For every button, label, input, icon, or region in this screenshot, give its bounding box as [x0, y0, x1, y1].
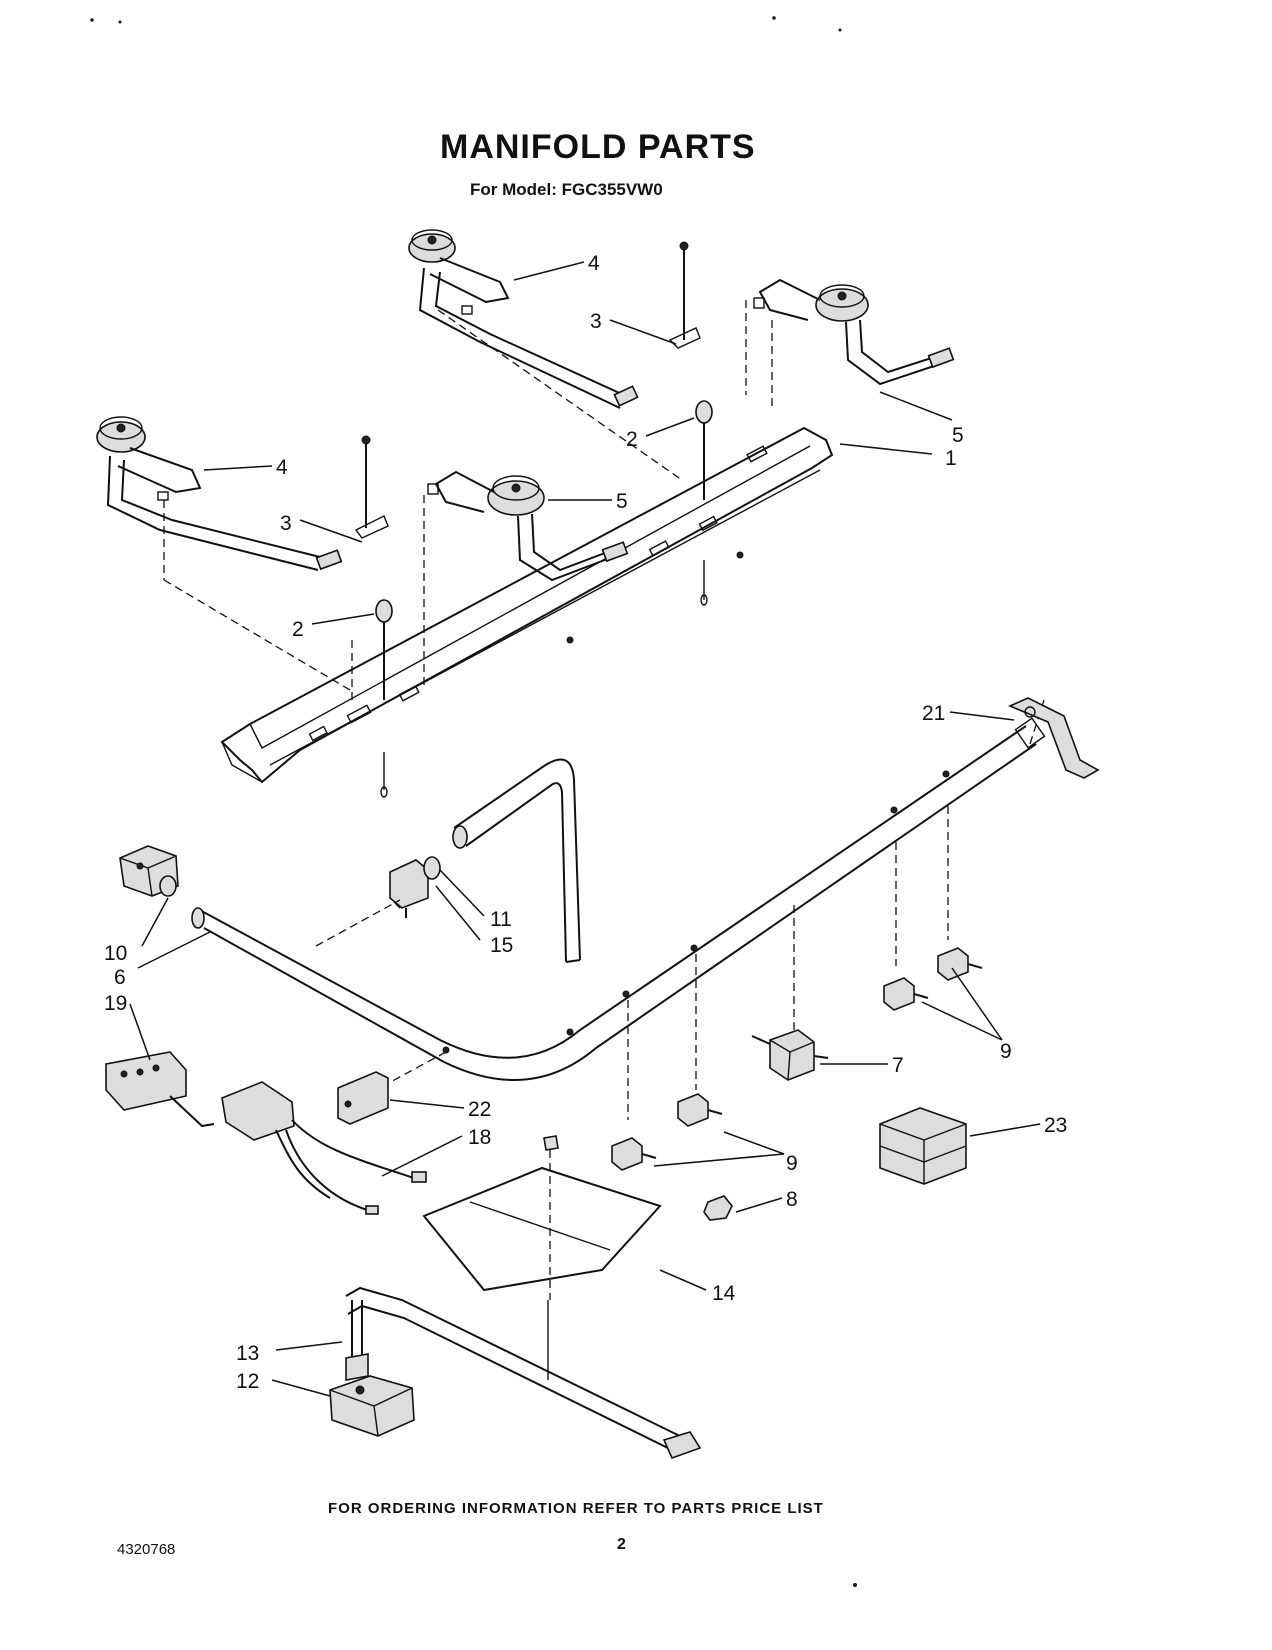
callout-14: 14 [712, 1282, 736, 1305]
callout-11: 11 [490, 908, 512, 931]
callout-3-upper: 3 [590, 310, 602, 333]
model-subtitle: For Model: FGC355VW0 [470, 180, 663, 199]
burner-valve-2 [883, 977, 929, 1011]
callout-leaders [129, 261, 1041, 1397]
page-title: MANIFOLD PARTS [440, 128, 756, 166]
valve-fitting [389, 856, 441, 918]
bake-burner-tube [345, 1286, 702, 1460]
manifold-pipe [191, 717, 1046, 1081]
callout-7: 7 [892, 1054, 904, 1077]
burner-front-left [96, 416, 343, 571]
ordering-note: FOR ORDERING INFORMATION REFER TO PARTS … [328, 1500, 824, 1517]
callout-6: 6 [114, 966, 126, 989]
callout-labels: 1 2 2 3 3 4 4 5 5 6 7 8 9 9 10 11 12 13 … [104, 252, 1067, 1393]
callout-9-right: 9 [1000, 1040, 1012, 1063]
screw-clip-upper [668, 241, 701, 349]
callout-3-lower: 3 [280, 512, 292, 535]
pressure-regulator [119, 845, 179, 897]
heat-shield [422, 1135, 662, 1300]
callout-2-lower: 2 [292, 618, 304, 641]
manifold-bar [220, 426, 834, 784]
burner-valve-4 [611, 1137, 657, 1171]
burner-valve-1 [937, 947, 983, 981]
screw-clip-lower [354, 435, 389, 539]
thermostat-valve [751, 1029, 829, 1081]
burner-top-right [753, 278, 955, 386]
burner-front-center [427, 470, 629, 582]
callout-13: 13 [236, 1342, 259, 1365]
callout-4-lower: 4 [276, 456, 288, 479]
callout-18: 18 [468, 1126, 491, 1149]
wire-harness [221, 1081, 427, 1215]
callout-2-upper: 2 [626, 428, 638, 451]
assembly-lines-lower [315, 699, 1045, 1120]
orifice-upper [695, 400, 713, 606]
callout-5-lower: 5 [616, 490, 628, 513]
relay-box [879, 1107, 967, 1185]
burner-valve-3 [677, 1093, 723, 1127]
orifice-lower [375, 599, 393, 798]
callout-12: 12 [236, 1370, 259, 1393]
mounting-bracket [1007, 697, 1100, 779]
scan-specks [90, 16, 857, 1587]
assembly-lines-upper [163, 300, 773, 700]
pipe-bracket [337, 1071, 389, 1125]
callout-10: 10 [104, 942, 127, 965]
callout-1: 1 [945, 447, 957, 470]
page-number: 2 [617, 1536, 626, 1553]
callout-8: 8 [786, 1188, 798, 1211]
callout-21: 21 [922, 702, 945, 725]
callout-22: 22 [468, 1098, 491, 1121]
burner-top-left [408, 229, 639, 409]
document-number: 4320768 [117, 1541, 176, 1558]
igniter [329, 1375, 415, 1437]
callout-4-upper: 4 [588, 252, 600, 275]
callout-15: 15 [490, 934, 513, 957]
small-fitting [703, 1195, 733, 1221]
callout-23: 23 [1044, 1114, 1067, 1137]
callout-5-upper: 5 [952, 424, 964, 447]
terminal-block [105, 1051, 215, 1128]
callout-19: 19 [104, 992, 127, 1015]
gas-tube [452, 758, 581, 963]
callout-9-center: 9 [786, 1152, 798, 1175]
